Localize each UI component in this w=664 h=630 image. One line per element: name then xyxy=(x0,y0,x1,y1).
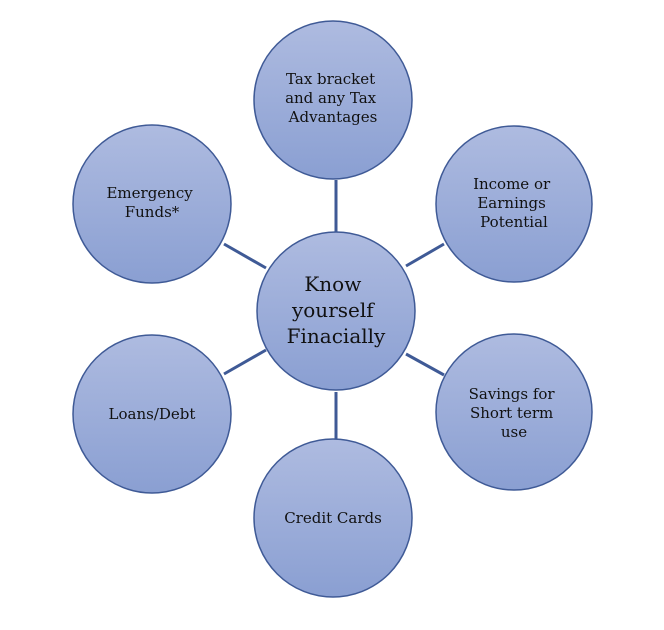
center-node: Know yourself Finacially xyxy=(256,231,416,391)
node-circle xyxy=(435,333,593,491)
node-tax: Tax bracket and any Tax Advantages xyxy=(253,20,413,180)
node-label: Loans/Debt xyxy=(109,405,196,423)
node-circle xyxy=(253,20,413,180)
node-circle xyxy=(72,334,232,494)
node-label: Credit Cards xyxy=(284,509,382,527)
node-label: Emergency Funds* xyxy=(106,184,197,221)
connectors xyxy=(223,180,445,439)
connector-income xyxy=(405,242,445,268)
node-circle xyxy=(72,124,232,284)
node-savings: Savings for Short term use xyxy=(435,333,593,491)
node-label: Tax bracket and any Tax Advantages xyxy=(285,70,381,126)
node-loans: Loans/Debt xyxy=(72,334,232,494)
connector-emergency xyxy=(223,242,267,270)
node-circle xyxy=(253,438,413,598)
node-credit: Credit Cards xyxy=(253,438,413,598)
node-circle xyxy=(435,125,593,283)
node-label: Savings for Short term use xyxy=(469,385,560,441)
node-label: Income or Earnings Potential xyxy=(473,175,555,231)
node-income: Income or Earnings Potential xyxy=(435,125,593,283)
connector-savings xyxy=(405,352,445,377)
center-circle xyxy=(256,231,416,391)
connector-loans xyxy=(223,348,267,376)
center-label: Know yourself Finacially xyxy=(287,272,386,348)
node-emergency: Emergency Funds* xyxy=(72,124,232,284)
